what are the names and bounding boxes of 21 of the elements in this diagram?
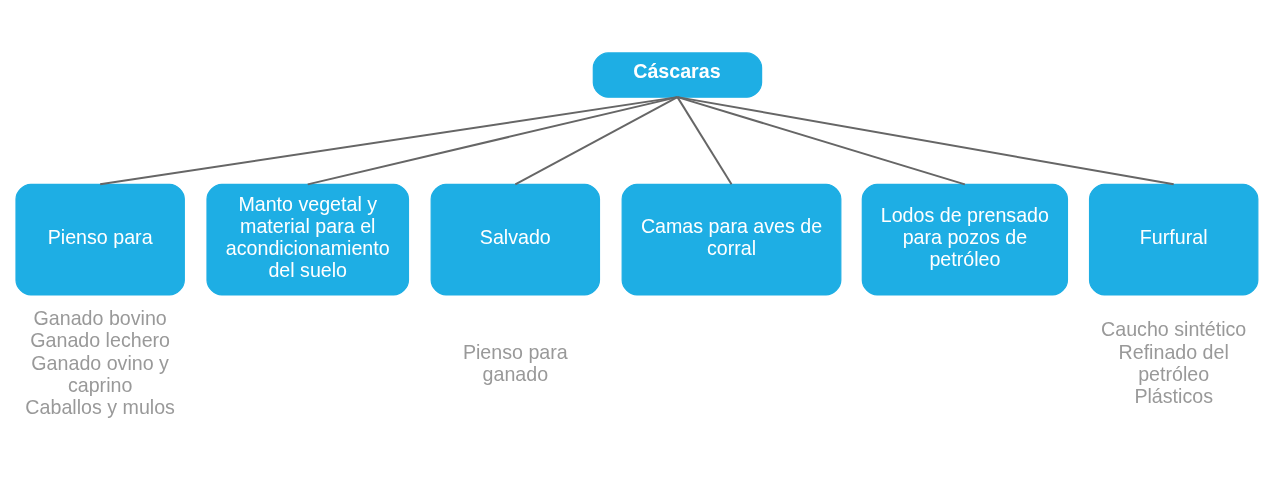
node-label: Caucho sintético [1101,318,1247,341]
node-label: Ganado lechero [30,329,171,352]
node-box: Camas para aves de corral [621,183,842,296]
node-box: Cáscaras [592,52,763,98]
connector [306,96,679,186]
node-box: Lodos de prensado para pozos de petróleo [861,183,1069,296]
node-label: Ganado bovino [33,307,167,330]
node-box: Salvado [430,183,601,296]
node-box: Furfural [1088,183,1259,296]
connector [676,96,966,186]
node-label: Plásticos [1134,384,1213,407]
node-label: Ganado ovino y caprino [31,351,169,396]
node-box: Pienso para [15,183,185,296]
connector [676,96,1175,186]
connector [514,96,679,186]
connector [99,96,679,186]
node-label: Pienso para ganado [462,340,568,385]
connector [676,96,733,186]
node-label: Caballos y mulos [25,395,175,418]
node-box: Manto vegetal y material para el acondicionamiento del suelo [206,183,410,296]
node-label: Refinado del petróleo [1118,340,1229,385]
